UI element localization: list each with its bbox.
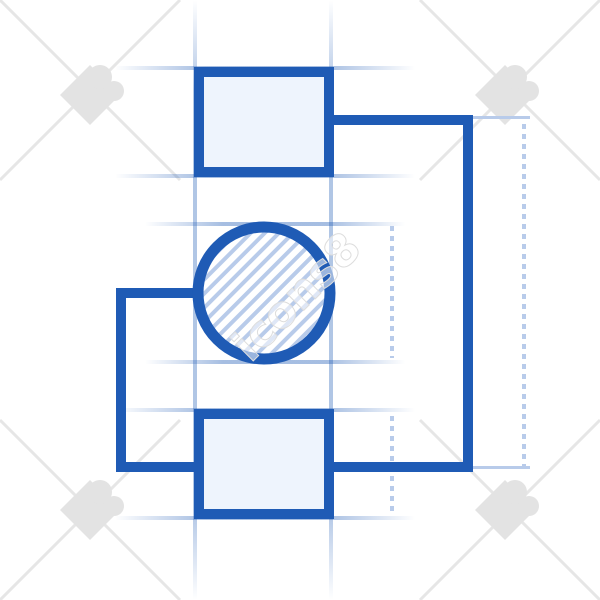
top-block — [194, 67, 334, 177]
dimension-lines — [390, 124, 526, 512]
watermark-logo-icon — [60, 65, 539, 540]
center-node — [192, 221, 336, 365]
connector-lines — [116, 115, 473, 472]
bottom-block — [194, 409, 334, 519]
